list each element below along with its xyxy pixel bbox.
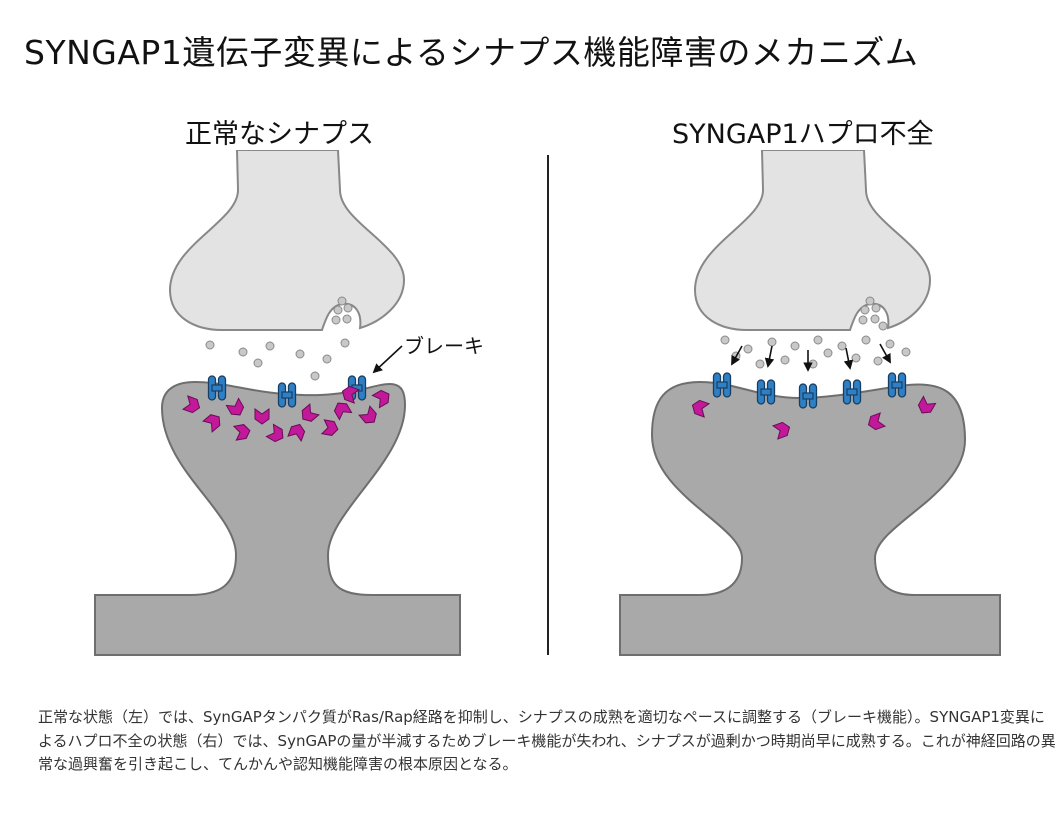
vesicles-in-cleft-right [720, 335, 911, 369]
postsynaptic-spine-left [94, 380, 461, 656]
brake-label: ブレーキ [404, 334, 484, 358]
activation-arrow-icons [731, 343, 891, 372]
vesicles-in-cleft-left [205, 338, 350, 381]
panel-title-haploinsufficiency: SYNGAP1ハプロ不全 [672, 119, 934, 150]
brake-arrow-icon [372, 345, 403, 374]
presynaptic-terminal-right [693, 150, 932, 331]
panel-title-normal: 正常なシナプス [185, 119, 374, 150]
left-panel: ブレーキ [94, 150, 484, 656]
postsynaptic-spine-right [619, 380, 1001, 656]
synapse-diagram: ブレーキ [94, 150, 1001, 656]
page-title: SYNGAP1遺伝子変異によるシナプス機能障害のメカニズム [24, 33, 919, 72]
right-panel [619, 150, 1001, 656]
vesicles-in-terminal-left [331, 296, 353, 325]
vesicles-in-terminal-right [858, 296, 888, 331]
presynaptic-terminal-left [168, 150, 406, 331]
figure-caption: 正常な状態（左）では、SynGAPタンパク質がRas/Rap経路を抑制し、シナプ… [38, 708, 1056, 773]
